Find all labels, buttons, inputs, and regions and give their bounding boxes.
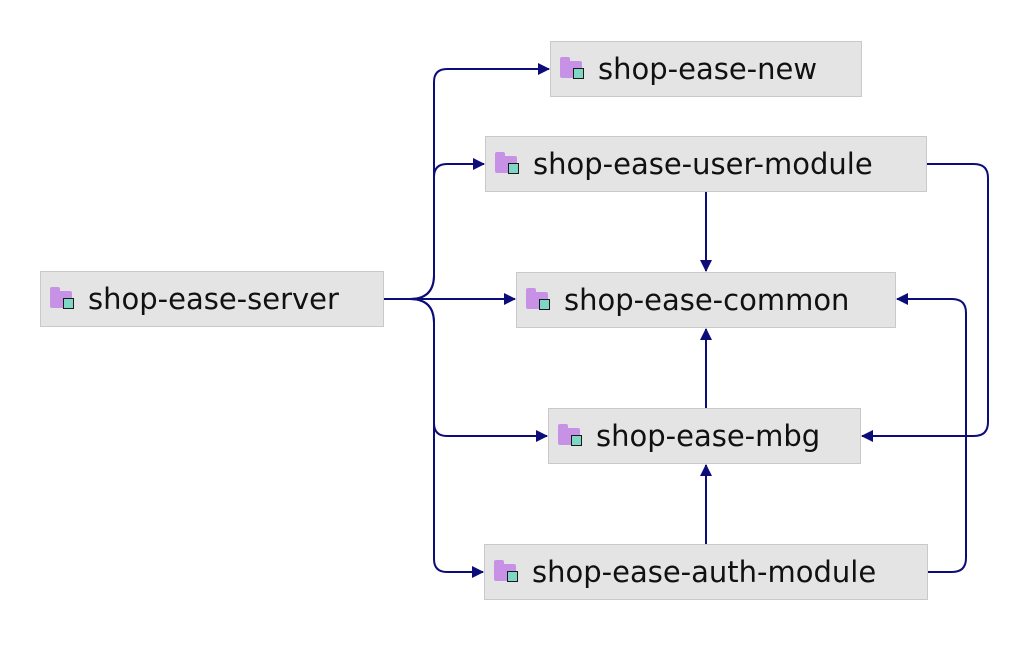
module-label: shop-ease-mbg (596, 419, 821, 453)
module-node-server[interactable]: shop-ease-server (40, 271, 384, 327)
edge-user-to-mbg (861, 163, 989, 442)
module-folder-icon (526, 288, 552, 312)
module-label: shop-ease-auth-module (532, 555, 877, 589)
module-label: shop-ease-user-module (533, 147, 873, 181)
module-label: shop-ease-server (88, 282, 339, 316)
module-folder-icon (495, 152, 521, 176)
module-folder-icon (50, 287, 76, 311)
edge-server-to-user (384, 158, 485, 300)
module-label: shop-ease-new (598, 52, 818, 86)
module-folder-icon (558, 424, 584, 448)
module-node-user[interactable]: shop-ease-user-module (485, 136, 927, 192)
module-node-mbg[interactable]: shop-ease-mbg (548, 408, 861, 464)
module-folder-icon (560, 57, 586, 81)
module-folder-icon (494, 560, 520, 584)
module-label: shop-ease-common (564, 283, 850, 317)
edge-auth-to-common (896, 293, 967, 573)
module-node-new[interactable]: shop-ease-new (550, 41, 862, 97)
module-node-auth[interactable]: shop-ease-auth-module (484, 544, 928, 600)
edge-server-to-auth (384, 298, 484, 578)
module-node-common[interactable]: shop-ease-common (516, 272, 896, 328)
